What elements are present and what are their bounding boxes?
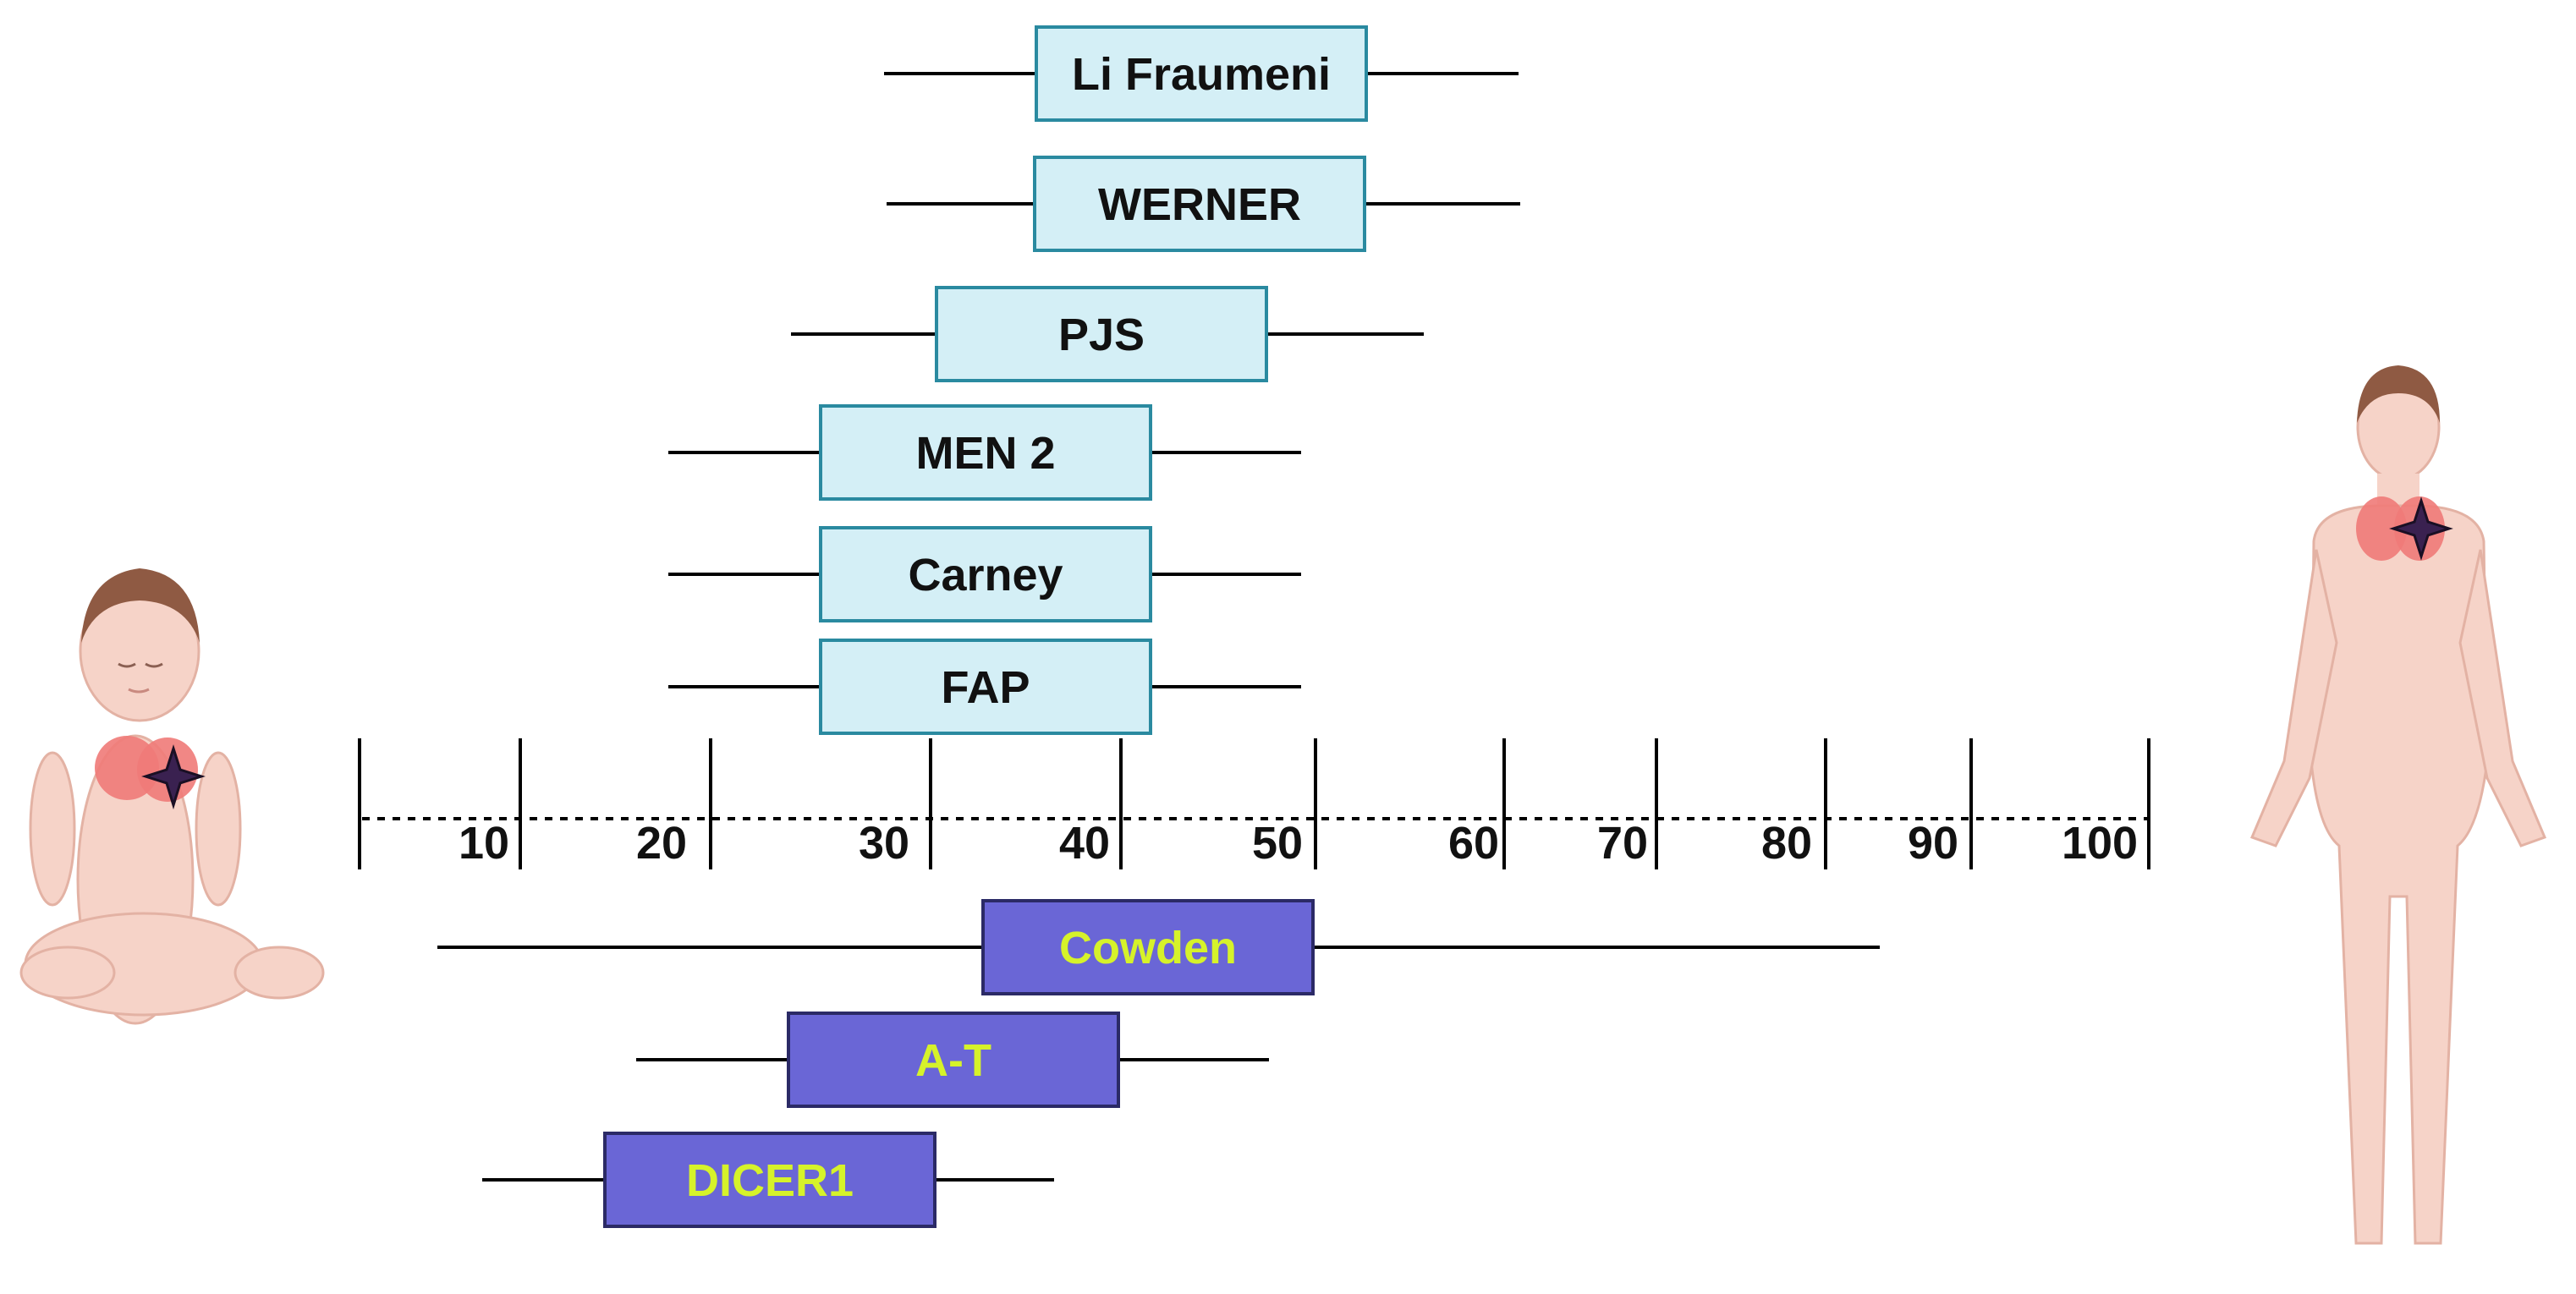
range-box — [1033, 156, 1366, 252]
range-box — [935, 286, 1268, 382]
syndrome-bar-li-fraumeni: Li Fraumeni — [884, 25, 1519, 122]
range-box — [1035, 25, 1368, 122]
axis-tick-label-20: 20 — [636, 818, 687, 869]
syndrome-bar-werner: WERNER — [887, 156, 1520, 252]
syndrome-bar-fap: FAP — [668, 639, 1301, 735]
syndrome-bar-cowden: Cowden — [437, 899, 1880, 995]
syndrome-label: FAP — [941, 662, 1030, 713]
range-box — [819, 639, 1152, 735]
syndrome-label: PJS — [1058, 310, 1145, 360]
axis-tick-label-70: 70 — [1597, 818, 1648, 869]
axis-tick-label-80: 80 — [1761, 818, 1812, 869]
adult-with-thyroid-icon — [2250, 365, 2546, 1245]
syndrome-bar-men-2: MEN 2 — [668, 404, 1301, 501]
axis-tick-label-10: 10 — [459, 818, 509, 869]
syndrome-label: WERNER — [1098, 179, 1301, 230]
axis-tick-label-50: 50 — [1252, 818, 1303, 869]
range-box — [603, 1132, 936, 1228]
axis-tick-label-40: 40 — [1059, 818, 1110, 869]
syndrome-label: A-T — [915, 1035, 991, 1086]
syndrome-label: DICER1 — [686, 1155, 854, 1206]
axis-tick-label-60: 60 — [1448, 818, 1499, 869]
syndrome-label: MEN 2 — [915, 428, 1055, 479]
age-axis: 10 20 30 40 50 60 70 80 90 100 — [358, 738, 2150, 869]
axis-tick-label-90: 90 — [1908, 818, 1958, 869]
range-box — [787, 1012, 1120, 1108]
infant-with-thyroid-icon — [19, 568, 325, 1025]
axis-tick-label-100: 100 — [2062, 818, 2138, 869]
range-box — [819, 404, 1152, 501]
syndrome-bar-dicer1: DICER1 — [482, 1132, 1054, 1228]
axis-tick-label-30: 30 — [859, 818, 909, 869]
syndrome-label: Carney — [908, 550, 1063, 600]
range-box — [819, 526, 1152, 622]
syndrome-label: Cowden — [1059, 923, 1237, 973]
syndrome-bar-pjs: PJS — [791, 286, 1424, 382]
range-box — [981, 899, 1315, 995]
syndrome-bar-carney: Carney — [668, 526, 1301, 622]
syndrome-bar-a-t: A-T — [636, 1012, 1269, 1108]
syndrome-label: Li Fraumeni — [1072, 49, 1331, 100]
